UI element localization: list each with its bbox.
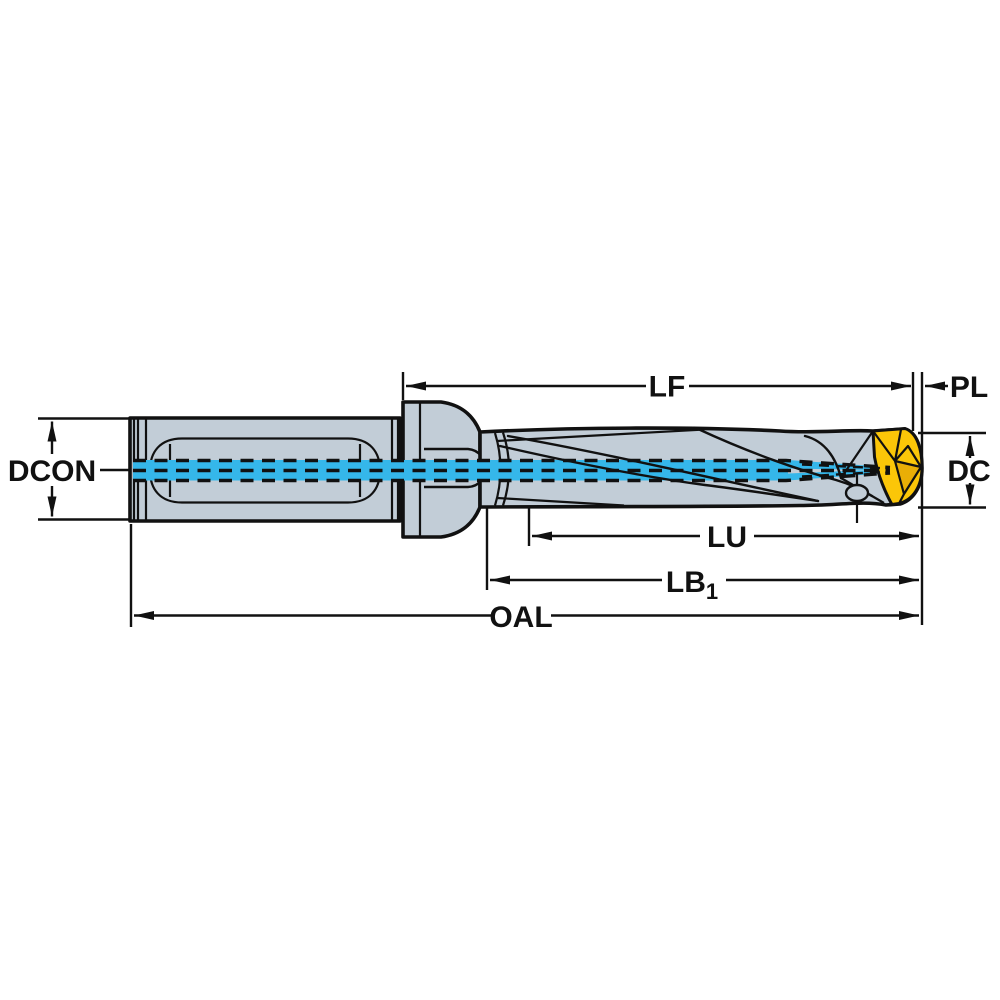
label-oal: OAL [489, 601, 552, 634]
label-lu: LU [707, 521, 747, 554]
insert-pocket-lines [839, 430, 885, 504]
dashed-line-bottom [133, 471, 891, 483]
drill-insert-tip [871, 427, 924, 506]
coolant-centerlines [133, 458, 891, 483]
margin-line-bottom [496, 496, 625, 507]
label-lb1: LB1 [666, 566, 718, 604]
coolant-hole [844, 474, 870, 523]
ext-lines-dcon [38, 417, 130, 521]
dimension-oal: OAL [134, 601, 919, 634]
flute-edge-1 [506, 434, 820, 503]
flute-edge-3 [498, 444, 820, 503]
dimension-lb1: LB1 [490, 566, 919, 604]
dashed-line-inner-bottom [801, 470, 889, 478]
extension-lines [38, 372, 986, 627]
dimension-pl: PL [925, 371, 988, 404]
drill-tool [128, 400, 924, 539]
label-lf: LF [649, 371, 686, 404]
dimension-lf: LF [406, 371, 911, 404]
dimension-lu: LU [532, 521, 919, 554]
dimension-dcon: DCON [8, 421, 131, 517]
label-dc: DC [947, 455, 990, 488]
tip-land-line [803, 434, 843, 480]
insert-facet-lines [872, 429, 923, 505]
label-lb1-main: LB [666, 566, 706, 599]
dashed-line-top [133, 458, 891, 470]
label-lb1-subscript: 1 [706, 579, 718, 604]
dimension-annotations: DCON LF PL DC LU LB1 [8, 371, 991, 635]
label-pl: PL [950, 371, 988, 404]
dimension-dc: DC [947, 436, 991, 505]
dashed-line-inner-top [801, 463, 889, 470]
insert-shade-facet [895, 461, 921, 494]
coolant-hole-circle [844, 483, 870, 503]
ext-lines-dc [918, 431, 986, 509]
label-dcon: DCON [8, 455, 96, 488]
